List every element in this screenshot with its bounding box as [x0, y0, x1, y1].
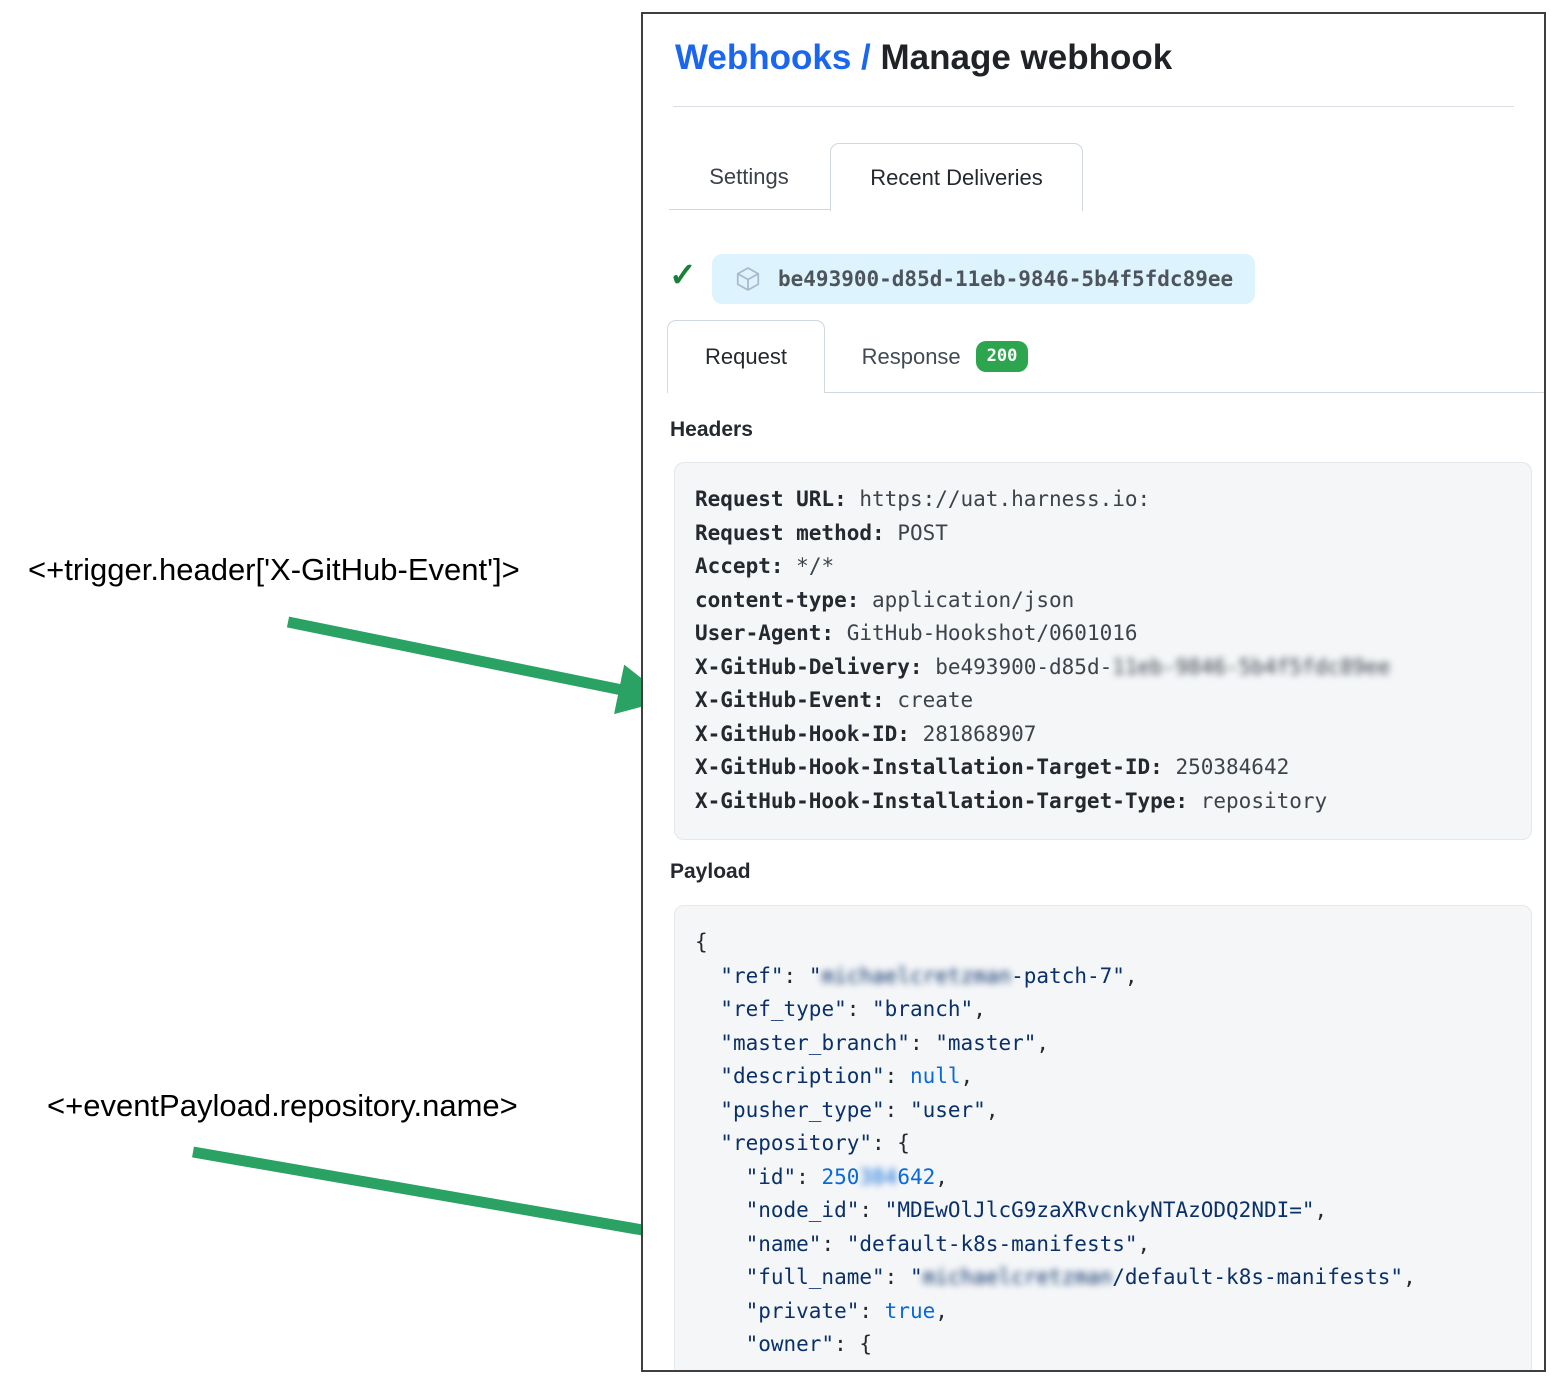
header-line: X-GitHub-Delivery: be493900-d85d-11eb-98…	[695, 654, 1391, 679]
payload-line: "name": "default-k8s-manifests",	[745, 1231, 1151, 1256]
webhook-tabs: Settings Recent Deliveries	[643, 143, 1544, 211]
payload-line: "description": null,	[720, 1064, 974, 1088]
payload-box: { "ref": "michaelcretzman-patch-7", "ref…	[674, 905, 1532, 1370]
payload-line: "private": true,	[745, 1298, 948, 1323]
manage-webhook-panel: Webhooks / Manage webhook Settings Recen…	[641, 12, 1546, 1372]
tab-request[interactable]: Request	[667, 320, 825, 393]
payload-line: "master_branch": "master",	[720, 1030, 1050, 1055]
annotation-payload-expression: <+eventPayload.repository.name>	[47, 1088, 518, 1123]
breadcrumb-webhooks-link[interactable]: Webhooks /	[675, 38, 881, 77]
headers-section-title: Headers	[670, 418, 753, 441]
header-line: X-GitHub-Hook-ID: 281868907	[695, 721, 1037, 746]
header-line: User-Agent: GitHub-Hookshot/0601016	[695, 621, 1138, 645]
redacted-text: 384	[859, 1164, 898, 1189]
page-title: Webhooks / Manage webhook	[675, 38, 1172, 78]
breadcrumb-current: Manage webhook	[880, 38, 1173, 77]
header-line: Request method: POST	[695, 520, 948, 545]
tab-settings[interactable]: Settings	[709, 163, 789, 189]
header-line: X-GitHub-Hook-Installation-Target-ID: 25…	[695, 755, 1290, 779]
payload-line: "pusher_type": "user",	[720, 1097, 999, 1122]
redacted-text: michaelcretzman	[922, 1265, 1113, 1289]
delivery-pill[interactable]: be493900-d85d-11eb-9846-5b4f5fdc89ee	[712, 254, 1256, 304]
header-line: X-GitHub-Event: create	[695, 688, 974, 712]
tab-response[interactable]: Response 200	[825, 320, 1065, 393]
header-line: Accept: */*	[695, 554, 835, 578]
status-badge: 200	[975, 341, 1029, 372]
headers-box: Request URL: https://uat.harness.io: Requ…	[674, 462, 1532, 840]
payload-line: "owner": {	[745, 1332, 873, 1356]
tabbar-underline	[669, 209, 830, 210]
delivery-id: be493900-d85d-11eb-9846-5b4f5fdc89ee	[778, 267, 1234, 291]
tab-response-label: Response	[861, 343, 961, 369]
annotation-trigger-expression: <+trigger.header['X-GitHub-Event']>	[28, 552, 520, 587]
subtab-underline	[825, 392, 1544, 393]
payload-line: "ref_type": "branch",	[720, 997, 986, 1021]
package-icon	[736, 267, 760, 291]
payload-line: "ref": "michaelcretzman-patch-7",	[720, 963, 1138, 988]
title-divider	[673, 106, 1514, 107]
arrow-to-github-event	[286, 616, 669, 715]
tab-recent-deliveries[interactable]: Recent Deliveries	[830, 143, 1083, 211]
redacted-text: michaelcretzman	[821, 963, 1012, 988]
header-line: content-type: application/json	[695, 587, 1075, 612]
payload-section-title: Payload	[670, 860, 751, 883]
request-response-tabs: Request Response 200	[643, 320, 1544, 393]
payload-line: "node_id": "MDEwOlJlcG9zaXRvcnkyNTAzODQ2…	[745, 1198, 1328, 1222]
success-check-icon: ✓	[669, 256, 697, 293]
redacted-text: 11eb-9846-5b4f5fdc89ee	[1112, 654, 1391, 679]
payload-line: "full_name": "michaelcretzman/default-k8…	[745, 1265, 1416, 1289]
payload-line: {	[695, 930, 708, 954]
header-line: X-GitHub-Hook-Installation-Target-Type: …	[695, 788, 1328, 813]
payload-line: "id": 250384642,	[745, 1164, 948, 1189]
arrow-to-repository-name	[192, 1146, 737, 1263]
header-line: Request URL: https://uat.harness.io:	[695, 487, 1151, 511]
delivery-row: ✓ be493900-d85d-11eb-9846-5b4f5fdc89ee	[643, 252, 1544, 306]
payload-line: "repository": {	[720, 1131, 910, 1155]
